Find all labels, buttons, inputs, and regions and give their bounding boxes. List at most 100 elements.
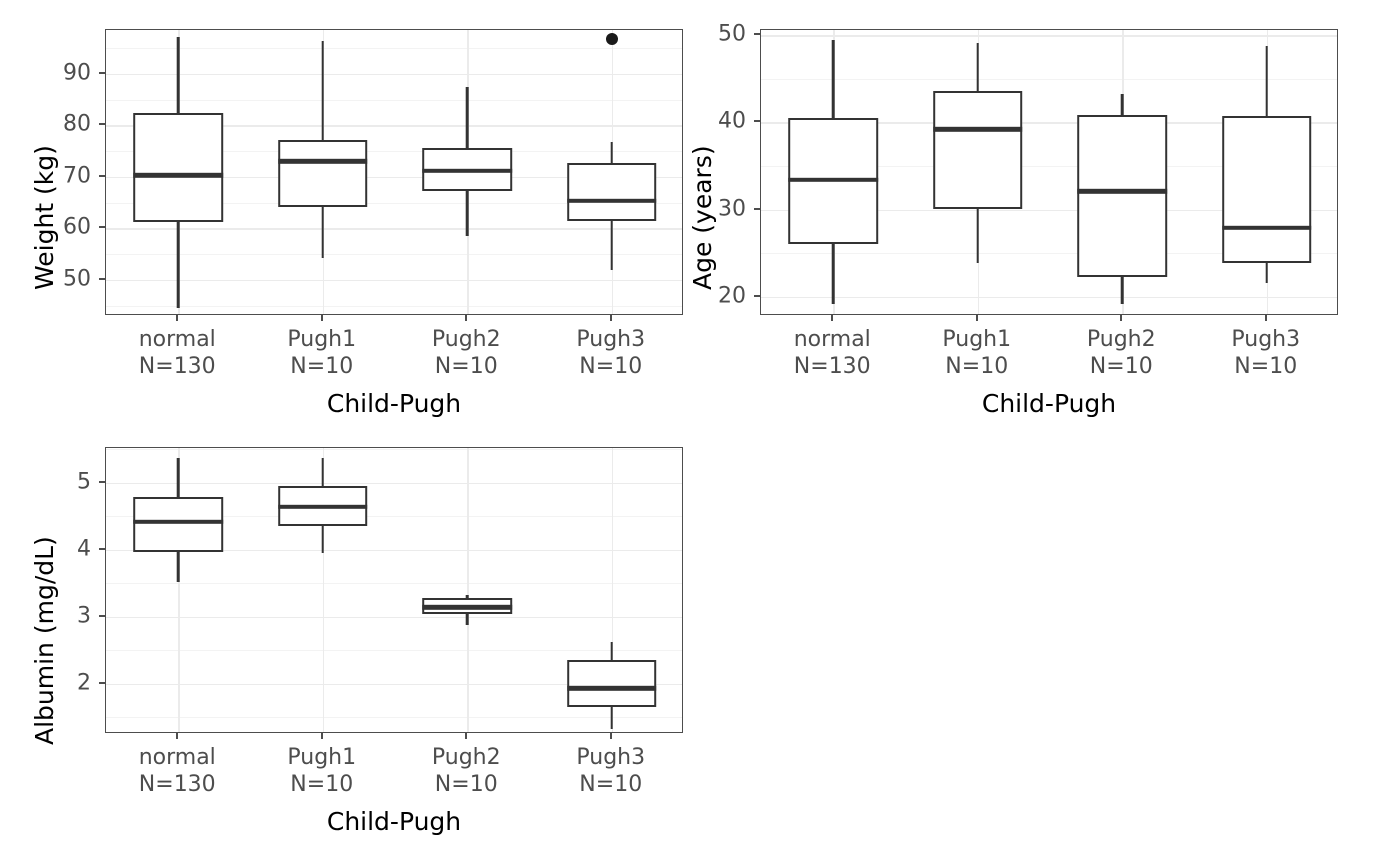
- x-tick-count: N=10: [1089, 353, 1153, 379]
- median-line: [932, 127, 1023, 132]
- x-tick-category: Pugh2: [431, 327, 501, 352]
- x-tick-category: Pugh1: [287, 745, 357, 770]
- y-tick-label: 40: [718, 108, 746, 134]
- gridline-minor: [106, 449, 682, 451]
- median-line: [1221, 225, 1312, 231]
- x-tick-mark: [320, 733, 323, 739]
- y-tick-mark: [754, 120, 760, 123]
- x-tick-mark: [176, 733, 179, 739]
- x-tick-category: Pugh3: [576, 327, 646, 352]
- box-iqr: [1077, 115, 1168, 277]
- y-tick-label: 70: [63, 163, 91, 189]
- y-tick-label: 50: [718, 21, 746, 47]
- gridline-minor: [106, 583, 682, 585]
- x-tick-count: N=10: [945, 353, 1009, 379]
- x-tick-category: Pugh1: [942, 327, 1012, 352]
- median-line: [133, 519, 224, 524]
- gridline-vertical: [178, 448, 180, 732]
- median-line: [422, 168, 513, 173]
- y-tick-mark: [99, 681, 105, 684]
- x-tick-count: N=130: [793, 353, 871, 379]
- panel-empty: [700, 430, 1400, 866]
- median-line: [1077, 189, 1168, 194]
- y-tick-label: 5: [77, 469, 91, 495]
- x-tick-category: normal: [138, 745, 216, 770]
- median-line: [133, 173, 224, 178]
- y-tick-label: 60: [63, 214, 91, 240]
- x-tick-mark: [320, 315, 323, 321]
- gridline-major: [761, 296, 1337, 299]
- gridline-major: [106, 279, 682, 282]
- gridline-major: [106, 616, 682, 619]
- plot-area-age: [760, 29, 1338, 315]
- median-line: [566, 198, 657, 204]
- x-tick-count: N=10: [1234, 353, 1298, 379]
- x-tick-mark: [1264, 315, 1267, 321]
- gridline-major: [106, 176, 682, 179]
- gridline-minor: [106, 99, 682, 101]
- x-tick-category: Pugh2: [431, 745, 501, 770]
- box-iqr: [566, 162, 657, 222]
- x-tick-mark: [465, 315, 468, 321]
- outlier-point: [605, 33, 618, 46]
- x-tick-category: Pugh1: [287, 327, 357, 352]
- gridline-major: [106, 683, 682, 686]
- gridline-major: [761, 35, 1337, 37]
- y-tick-mark: [99, 174, 105, 177]
- gridline-major: [106, 125, 682, 127]
- median-line: [277, 159, 368, 164]
- gridline-vertical: [322, 448, 325, 732]
- y-tick-label: 30: [718, 196, 746, 222]
- x-tick-mark: [465, 733, 468, 739]
- x-tick-count: N=130: [138, 353, 216, 379]
- y-tick-label: 20: [718, 283, 746, 309]
- y-tick-mark: [99, 614, 105, 617]
- gridline-major: [106, 549, 682, 552]
- x-tick-count: N=10: [434, 353, 498, 379]
- y-tick-label: 50: [63, 266, 91, 292]
- plot-area-albumin: [105, 447, 683, 733]
- gridline-vertical: [611, 448, 614, 732]
- x-tick-mark: [1120, 315, 1123, 321]
- y-tick-label: 2: [77, 670, 91, 696]
- y-tick-label: 90: [63, 60, 91, 86]
- gridline-minor: [761, 166, 1337, 168]
- gridline-minor: [761, 253, 1337, 255]
- y-tick-mark: [99, 480, 105, 483]
- y-axis-title-albumin: Albumin (mg/dL): [30, 536, 59, 745]
- gridline-major: [106, 73, 682, 76]
- gridline-major: [761, 209, 1337, 211]
- x-tick-count: N=10: [579, 771, 643, 797]
- x-tick-mark: [609, 315, 612, 321]
- box-iqr: [133, 496, 224, 552]
- y-tick-mark: [754, 33, 760, 36]
- gridline-minor: [106, 516, 682, 518]
- plot-area-weight: [105, 29, 683, 315]
- x-tick-category: Pugh3: [576, 745, 646, 770]
- x-axis-title-albumin: Child-Pugh: [326, 807, 462, 836]
- y-tick-label: 3: [77, 603, 91, 629]
- gridline-minor: [106, 48, 682, 50]
- gridline-minor: [106, 151, 682, 153]
- gridline-major: [761, 122, 1337, 124]
- x-axis-title-age: Child-Pugh: [981, 389, 1117, 418]
- gridline-minor: [106, 254, 682, 256]
- box-iqr: [277, 140, 368, 207]
- x-tick-mark: [176, 315, 179, 321]
- x-tick-mark: [831, 315, 834, 321]
- y-tick-mark: [754, 207, 760, 210]
